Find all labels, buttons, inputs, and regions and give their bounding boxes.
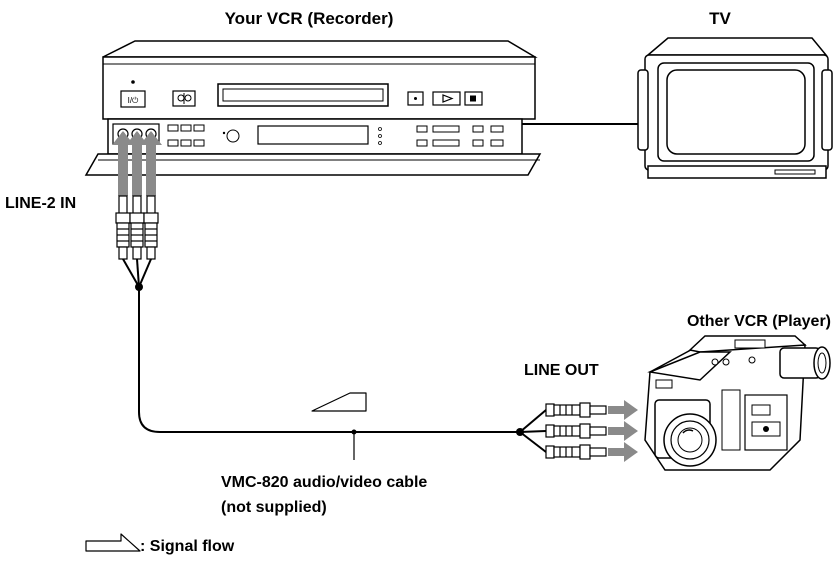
cable-caption-line1: VMC-820 audio/video cable — [221, 474, 427, 491]
cable-caption-line2: (not supplied) — [221, 499, 327, 516]
legend-signal-flow-icon — [85, 533, 141, 552]
cable-label-dot — [351, 429, 357, 435]
display-window — [257, 125, 369, 145]
player-label: Other VCR (Player) — [687, 313, 831, 330]
tv-label: TV — [709, 9, 731, 28]
cable-junction-left — [135, 283, 143, 291]
legend: : Signal flow — [85, 533, 235, 555]
line-in-flow-arrows — [112, 131, 162, 196]
recorder-label: Your VCR (Recorder) — [225, 9, 394, 28]
line-out-flow-arrows — [608, 400, 638, 462]
av-cable — [122, 258, 547, 460]
line-in-label: LINE-2 IN — [5, 195, 76, 212]
power-label: I/⏻ — [128, 96, 139, 105]
left-plugs — [115, 195, 159, 260]
tv-screen — [666, 69, 806, 155]
camcorder — [644, 335, 831, 471]
legend-label: : Signal flow — [140, 538, 235, 555]
right-plugs — [545, 402, 607, 460]
cable-junction-right — [516, 428, 524, 436]
signal-flow-arrow-icon — [311, 392, 367, 412]
line-out-label: LINE OUT — [524, 362, 599, 379]
power-button — [120, 90, 146, 108]
tv-set — [637, 37, 833, 179]
recorder-vcr: I/⏻ — [84, 40, 542, 176]
